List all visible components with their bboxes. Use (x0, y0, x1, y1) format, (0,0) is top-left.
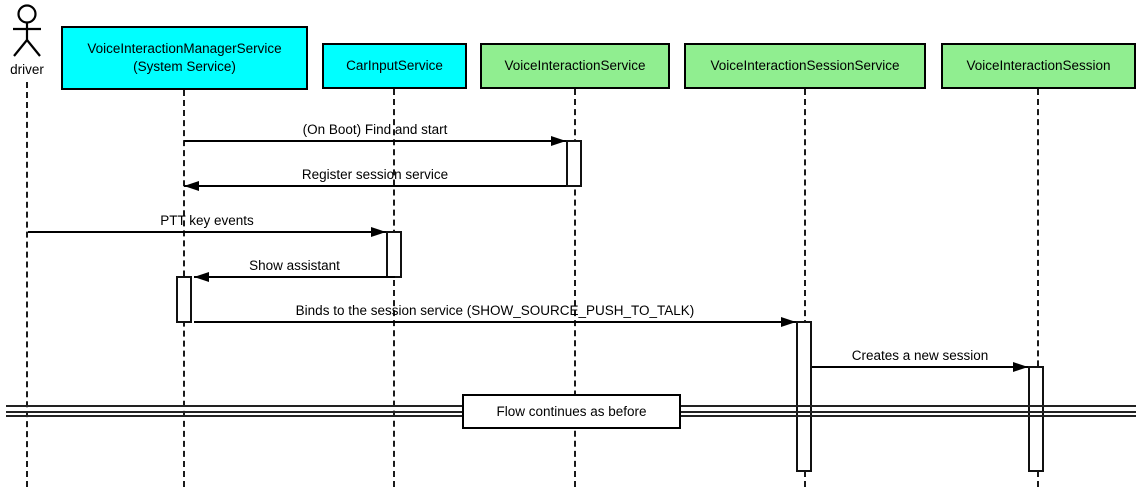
lifeline-voiceinteractionservice (574, 89, 576, 487)
message-label: PTT key events (160, 213, 254, 228)
arrowhead-left (184, 180, 199, 191)
actor-driver: driver (0, 0, 54, 82)
participant-label: VoiceInteractionManagerService (87, 41, 282, 57)
lifeline-driver (26, 82, 28, 487)
participant-voiceinteractionservice: VoiceInteractionService (480, 43, 670, 89)
activation-voiceinteractionsession (1028, 366, 1044, 472)
participant-label: VoiceInteractionSession (966, 58, 1111, 74)
message-label: (On Boot) Find and start (302, 122, 448, 137)
arrowhead-right (551, 135, 566, 146)
message-line (184, 140, 566, 142)
lifeline-voiceinteractionsessionservice (804, 89, 806, 487)
participant-sublabel: (System Service) (133, 59, 236, 74)
activation-voiceinteractionsessionservice (796, 321, 812, 472)
activation-voiceinteractionmanagerservice (176, 276, 192, 323)
arrowhead-left (194, 271, 209, 282)
participant-voiceinteractionsessionservice: VoiceInteractionSessionService (684, 43, 926, 89)
arrowhead-right (1013, 361, 1028, 372)
participant-carinputservice: CarInputService (322, 43, 467, 89)
message-label: Binds to the session service (SHOW_SOURC… (295, 303, 695, 318)
participant-voiceinteractionmanagerservice: VoiceInteractionManagerService (System S… (61, 26, 308, 90)
lifeline-voiceinteractionsession (1037, 89, 1039, 487)
actor-label: driver (10, 62, 44, 77)
divider-label-box: Flow continues as before (462, 394, 681, 429)
participant-label: CarInputService (346, 58, 443, 74)
divider-label: Flow continues as before (496, 404, 647, 419)
message-line (184, 185, 566, 187)
message-label: Show assistant (249, 258, 340, 273)
participant-label: VoiceInteractionService (504, 58, 646, 74)
actor-stick-figure-icon (13, 4, 41, 57)
message-label: Creates a new session (851, 348, 989, 363)
arrowhead-right (781, 316, 796, 327)
message-line (194, 321, 796, 323)
message-label: Register session service (301, 167, 449, 182)
participant-label: VoiceInteractionSessionService (710, 58, 900, 74)
message-line (28, 231, 386, 233)
participant-voiceinteractionsession: VoiceInteractionSession (941, 43, 1136, 89)
message-line (194, 276, 395, 278)
message-line (812, 366, 1028, 368)
arrowhead-right (371, 226, 386, 237)
lifeline-carinputservice (393, 89, 395, 487)
activation-voiceinteractionservice (566, 140, 582, 187)
